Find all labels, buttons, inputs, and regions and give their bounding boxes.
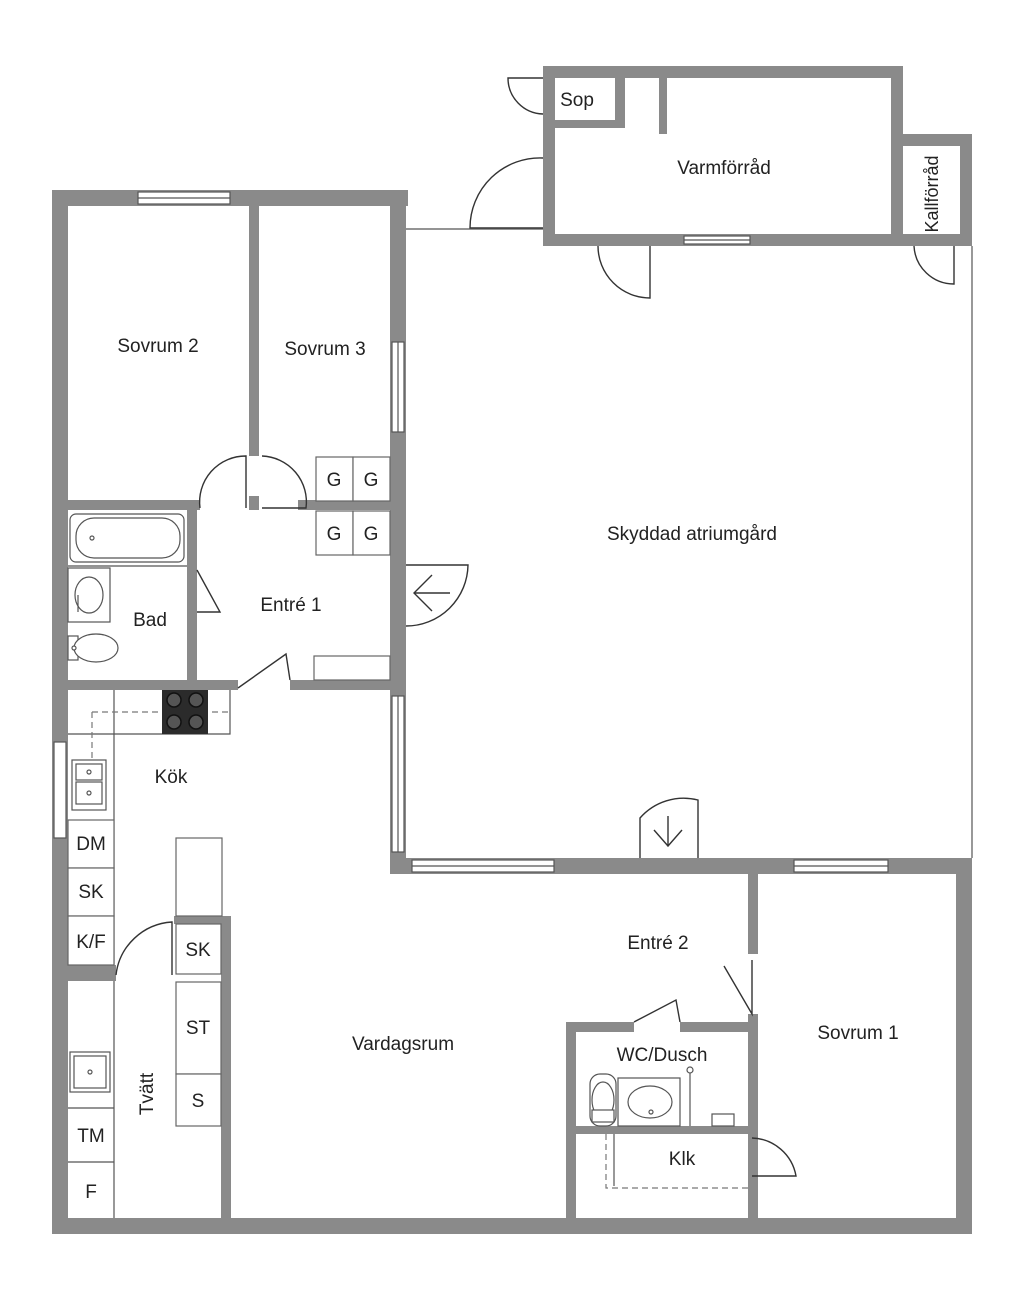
fixture-label-sk: SK xyxy=(185,940,211,961)
fixture-label-g: G xyxy=(364,524,379,545)
fixtures xyxy=(67,456,748,1218)
room-label-sovrum3: Sovrum 3 xyxy=(284,339,365,360)
room-label-klk: Klk xyxy=(669,1149,696,1170)
room-label-varmforrad: Varmförråd xyxy=(677,158,771,179)
fixture-label-s: S xyxy=(192,1091,205,1112)
room-label-sovrum2: Sovrum 2 xyxy=(117,336,198,357)
room-label-kok: Kök xyxy=(155,767,188,788)
room-label-bad: Bad xyxy=(133,610,167,631)
room-label-tvatt: Tvätt xyxy=(137,1072,158,1115)
room-labels: Sop Varmförråd Kallförråd Sovrum 2 Sovru… xyxy=(117,90,942,1170)
fixture-label-g: G xyxy=(364,470,379,491)
room-label-sovrum1: Sovrum 1 xyxy=(817,1023,898,1044)
storage-walls xyxy=(543,66,972,246)
room-label-entre2: Entré 2 xyxy=(627,933,688,954)
fixture-label-tm: TM xyxy=(77,1126,104,1147)
room-label-wc-dusch: WC/Dusch xyxy=(617,1045,708,1066)
arrow-down-icon xyxy=(653,816,683,848)
fixture-label-g: G xyxy=(327,470,342,491)
doors xyxy=(115,77,973,1177)
fixture-label-g: G xyxy=(327,524,342,545)
room-label-skyddad-atriumgard: Skyddad atriumgård xyxy=(607,524,777,545)
fixture-label-f: F xyxy=(85,1182,97,1203)
entrance-arrows xyxy=(413,574,683,848)
fixture-labels: G G G G DM SK K/F SK ST S TM F xyxy=(76,470,378,1203)
room-label-kallforrad: Kallförråd xyxy=(922,155,942,232)
room-label-entre1: Entré 1 xyxy=(260,595,321,616)
interior-walls xyxy=(52,206,758,1218)
fixture-label-st: ST xyxy=(186,1018,211,1039)
room-label-sop: Sop xyxy=(560,90,594,111)
fixture-label-dm: DM xyxy=(76,834,106,855)
room-label-vardagsrum: Vardagsrum xyxy=(352,1034,454,1055)
arrow-left-icon xyxy=(413,574,450,612)
windows xyxy=(53,191,889,873)
fixture-label-sk: SK xyxy=(78,882,104,903)
fixture-label-kf: K/F xyxy=(76,932,106,953)
